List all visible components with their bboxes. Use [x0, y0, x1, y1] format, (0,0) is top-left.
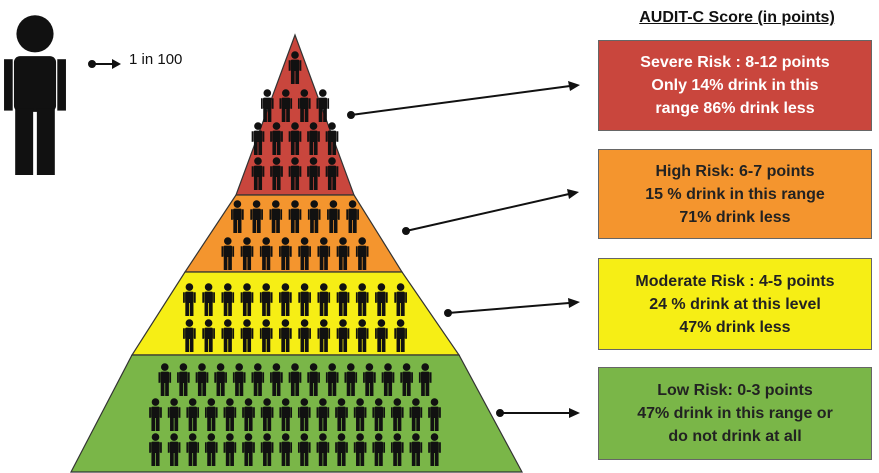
connector-high	[402, 189, 579, 235]
low-risk-box: Low Risk: 0-3 points 47% drink in this r…	[598, 367, 872, 460]
severe-risk-line-2: Only 14% drink in this	[651, 77, 819, 94]
high-risk-box: High Risk: 6-7 points 15 % drink in this…	[598, 149, 872, 239]
moderate-risk-line-3: 47% drink less	[679, 318, 791, 336]
connector-moderate	[444, 298, 580, 317]
connector-low	[496, 408, 580, 418]
moderate-risk-box: Moderate Risk : 4-5 points 24 % drink at…	[598, 258, 872, 350]
low-risk-line-3: do not drink at all	[668, 428, 802, 445]
moderate-risk-line-1: Moderate Risk : 4-5 points	[635, 272, 835, 290]
pyramid-tier-moderate	[130, 271, 461, 356]
person-icon	[4, 15, 66, 175]
severe-risk-line-3: range 86% drink less	[655, 100, 815, 117]
moderate-risk-line-2: 24 % drink at this level	[649, 295, 821, 313]
high-risk-line-1: High Risk: 6-7 points	[655, 162, 815, 180]
legend-arrow	[88, 59, 121, 69]
high-risk-line-3: 71% drink less	[679, 208, 791, 226]
diagram-title: AUDIT-C Score (in points)	[639, 9, 835, 26]
connector-severe	[347, 81, 580, 119]
severe-risk-line-1: Severe Risk : 8-12 points	[640, 54, 830, 71]
low-risk-line-1: Low Risk: 0-3 points	[657, 382, 813, 399]
high-risk-line-2: 15 % drink in this range	[645, 185, 825, 203]
low-risk-line-2: 47% drink in this range or	[637, 405, 833, 422]
legend-ratio-label: 1 in 100	[129, 51, 183, 68]
severe-risk-box: Severe Risk : 8-12 points Only 14% drink…	[598, 40, 872, 131]
